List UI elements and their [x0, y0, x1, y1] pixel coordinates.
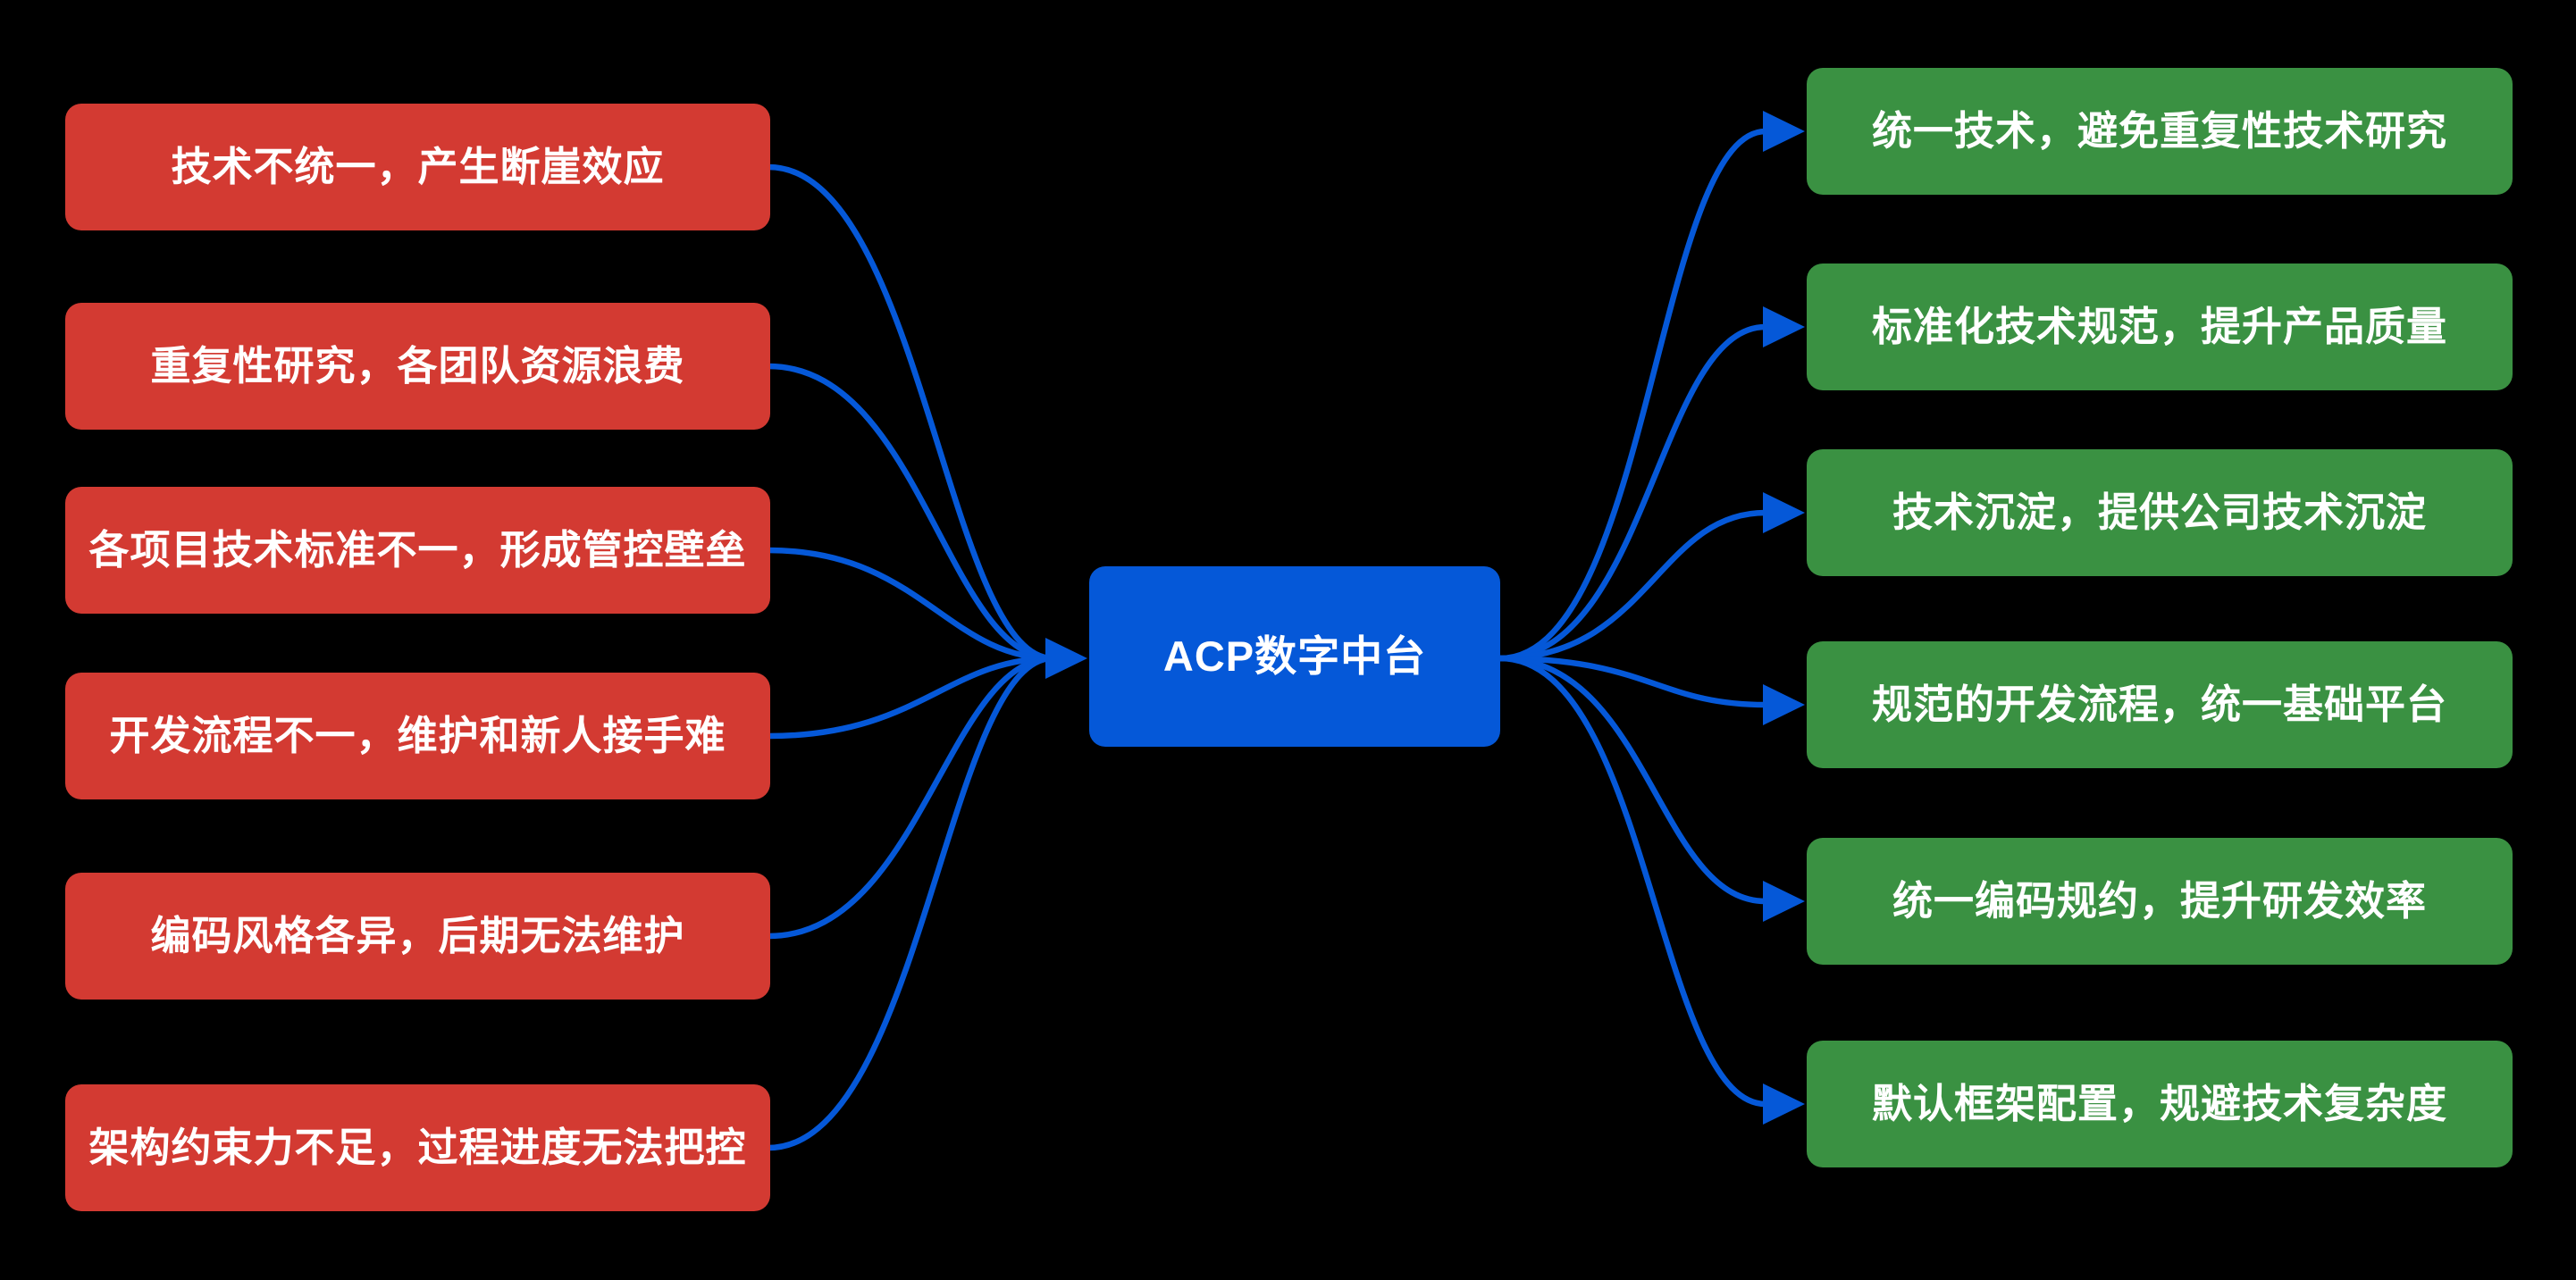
benefit-node-5[interactable]: 统一编码规约，提升研发效率 [1807, 838, 2513, 965]
arrowhead-icon [1763, 306, 1805, 347]
problem-node-5[interactable]: 编码风格各异，后期无法维护 [65, 873, 770, 1000]
benefit-node-3[interactable]: 技术沉淀，提供公司技术沉淀 [1807, 449, 2513, 576]
benefit-node-label: 统一编码规约，提升研发效率 [1892, 878, 2427, 924]
connector-curve [1497, 128, 1769, 662]
connector-curve [765, 655, 1056, 1151]
benefit-node-label: 标准化技术规范，提升产品质量 [1871, 304, 2447, 350]
benefit-node-label: 技术沉淀，提供公司技术沉淀 [1892, 489, 2427, 536]
connector-curve [1497, 323, 1769, 662]
benefit-node-label: 统一技术，避免重复性技术研究 [1871, 108, 2447, 155]
problem-node-1[interactable]: 技术不统一，产生断崖效应 [65, 104, 770, 230]
center-node[interactable]: ACP数字中台 [1089, 566, 1500, 747]
connector-curve [765, 163, 1056, 662]
arrowhead-icon [1045, 638, 1087, 679]
problem-node-label: 各项目技术标准不一，形成管控壁垒 [88, 527, 747, 573]
benefit-node-4[interactable]: 规范的开发流程，统一基础平台 [1807, 641, 2513, 768]
benefit-node-label: 默认框架配置，规避技术复杂度 [1871, 1081, 2447, 1127]
connector-curve [1497, 655, 1769, 708]
benefit-node-6[interactable]: 默认框架配置，规避技术复杂度 [1807, 1041, 2513, 1167]
connector-curve [765, 655, 1056, 740]
arrowhead-icon [1763, 111, 1805, 152]
problem-node-label: 技术不统一，产生断崖效应 [171, 144, 665, 190]
connector-curve [1497, 509, 1769, 662]
problem-node-3[interactable]: 各项目技术标准不一，形成管控壁垒 [65, 487, 770, 614]
arrowhead-icon [1763, 881, 1805, 922]
center-node-label: ACP数字中台 [1162, 632, 1427, 680]
problem-node-label: 重复性研究，各团队资源浪费 [150, 343, 685, 389]
benefit-node-1[interactable]: 统一技术，避免重复性技术研究 [1807, 68, 2513, 195]
benefit-node-label: 规范的开发流程，统一基础平台 [1871, 682, 2447, 728]
problem-node-6[interactable]: 架构约束力不足，过程进度无法把控 [65, 1084, 770, 1211]
problem-node-label: 架构约束力不足，过程进度无法把控 [88, 1125, 747, 1171]
problem-node-label: 开发流程不一，维护和新人接手难 [109, 713, 726, 759]
connector-curve [1497, 655, 1769, 905]
connector-curve [765, 655, 1056, 940]
problem-node-label: 编码风格各异，后期无法维护 [150, 913, 685, 959]
connector-curve [765, 547, 1056, 662]
problem-node-4[interactable]: 开发流程不一，维护和新人接手难 [65, 673, 770, 799]
connector-curve [765, 363, 1056, 662]
benefit-node-2[interactable]: 标准化技术规范，提升产品质量 [1807, 264, 2513, 390]
arrowhead-icon [1763, 684, 1805, 725]
problem-node-2[interactable]: 重复性研究，各团队资源浪费 [65, 303, 770, 430]
arrowhead-icon [1763, 1083, 1805, 1125]
arrowhead-icon [1763, 492, 1805, 533]
connector-curve [1497, 655, 1769, 1108]
